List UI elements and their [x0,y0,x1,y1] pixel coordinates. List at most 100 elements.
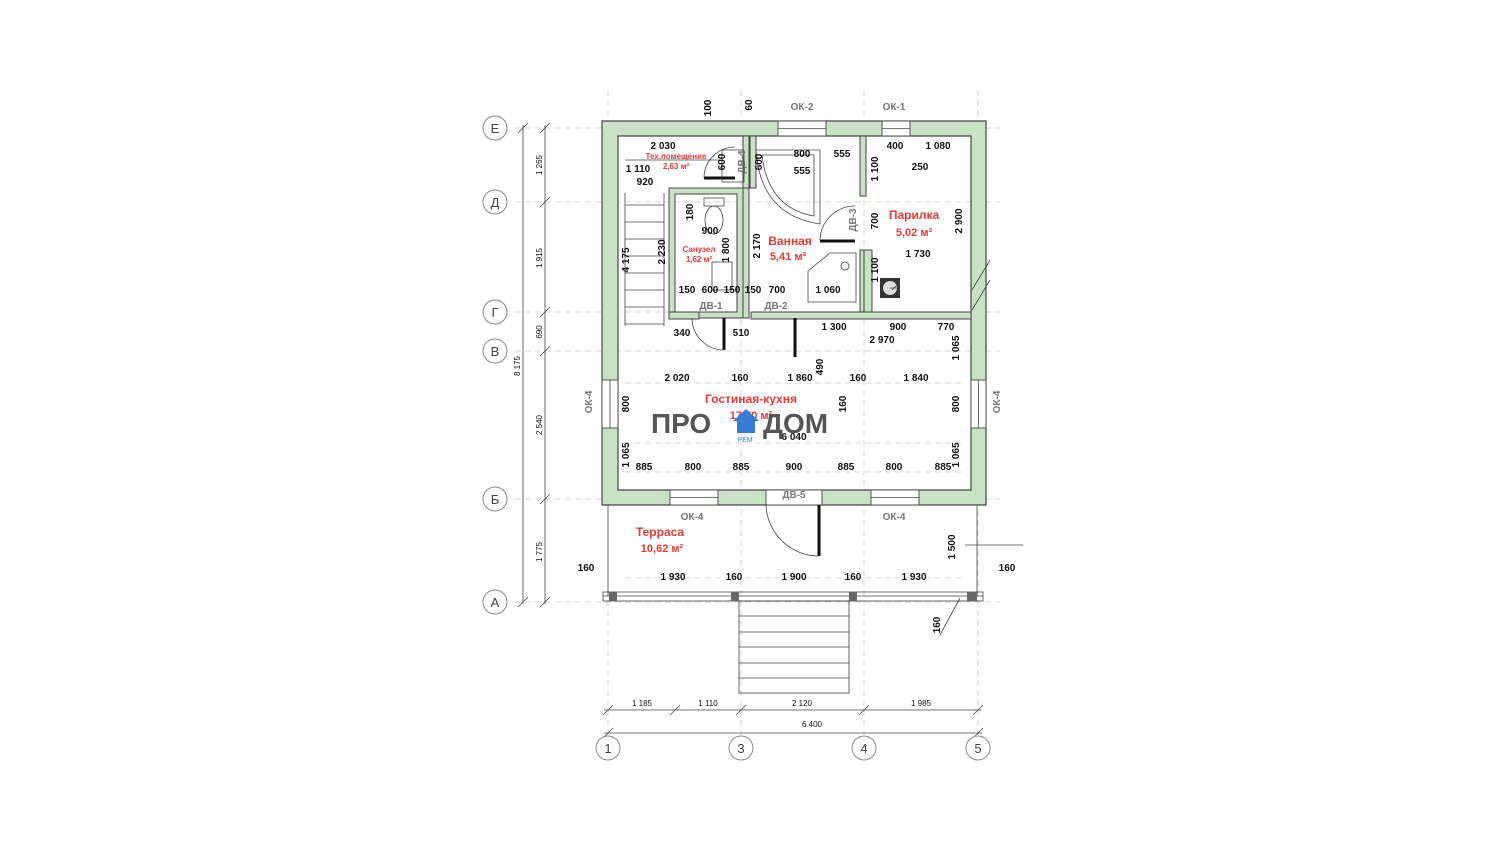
dim-2030: 2 030 [650,141,675,152]
axis-marker-g: Г [482,299,508,325]
dim-left-690: 690 [535,325,544,339]
dim-160-d: 160 [578,563,595,574]
dim-4175: 4 175 [621,247,632,272]
dim-2230: 2 230 [657,239,668,264]
dim-bottom-1185: 1 185 [632,699,653,708]
dim-885-b: 885 [733,462,750,473]
staircase [624,193,665,326]
dim-900-a: 900 [702,226,719,237]
door-label-dv2: ДВ-2 [764,301,788,312]
window-label-ok4-bottom-b: ОК-4 [883,512,906,523]
dim-400: 400 [887,141,904,152]
svg-text:В: В [491,344,500,359]
dim-1060: 1 060 [815,285,840,296]
dim-800-c: 800 [951,395,962,412]
house-icon [733,409,759,433]
dim-160-e: 160 [726,572,743,583]
dim-555-a: 555 [834,149,851,160]
dim-1110: 1 110 [626,164,651,175]
door-label-dv3: ДВ-3 [848,208,859,232]
room-name-bath: Ванная [768,234,812,248]
room-name-wc: Санузел [683,245,716,254]
dim-bottom-2120: 2 120 [792,699,813,708]
dim-800-d: 800 [685,462,702,473]
dim-150-b: 150 [724,285,741,296]
room-area-sauna: 5,02 м² [896,227,933,239]
dim-800-e: 800 [886,462,903,473]
dim-1840: 1 840 [903,373,928,384]
dim-left-1915: 1 915 [535,247,544,268]
axis-marker-5: 5 [965,735,991,761]
dim-left-1775: 1 775 [535,541,544,562]
dim-800-b: 800 [621,395,632,412]
window-label-ok4-bottom-a: ОК-4 [681,512,704,523]
dim-1800: 1 800 [721,237,732,262]
dim-800-a: 800 [794,149,811,160]
axis-marker-d: Д [482,189,508,215]
dim-2970: 2 970 [869,335,894,346]
dim-bottom-total: 6 400 [802,720,823,729]
room-area-bath: 5,41 м² [770,251,807,263]
dim-bottom-1985: 1 985 [911,699,932,708]
axis-marker-a: А [482,589,508,615]
room-name-tech: Тех.помещение [646,152,707,161]
bottom-dimension-chain: 1 185 1 110 2 120 1 985 6 400 [602,699,984,739]
windows: ОК-2 ОК-1 ОК-4 ОК-4 ОК-4 ОК-4 [584,102,1003,523]
logo-text-right: ДОМ [763,408,828,439]
dim-left-8175: 8 175 [513,355,522,376]
dim-885-a: 885 [636,462,653,473]
svg-text:Д: Д [491,195,500,210]
reference-lines [625,159,965,579]
room-area-tech: 2,63 м² [663,162,690,171]
interior-dimensions: 100 60 2 030 600 600 800 555 555 400 1 0… [578,99,1016,633]
dim-1300: 1 300 [821,322,846,333]
axis-marker-1: 1 [595,735,621,761]
dim-150-a: 150 [679,285,696,296]
left-dimension-chain: 1 265 1 915 690 8 175 2 540 1 775 [513,122,551,608]
dim-160-b: 160 [850,373,867,384]
dim-700-a: 700 [870,212,881,229]
dim-left-1265: 1 265 [535,154,544,175]
logo-text-left: ПРО [651,408,711,439]
dim-555-b: 555 [794,166,811,177]
dim-160-g: 160 [999,563,1016,574]
dim-left-2540: 2 540 [535,414,544,435]
axis-marker-v: В [482,338,508,364]
door-label-dv1: ДВ-1 [699,301,723,312]
dim-600-b: 600 [754,153,765,170]
room-name-terrace: Терраса [636,525,685,539]
dim-1065-b: 1 065 [621,442,632,467]
window-label-ok1: ОК-1 [883,102,906,113]
room-name-sauna: Парилка [889,208,940,222]
dim-180: 180 [685,203,696,220]
dim-2170: 2 170 [752,233,763,258]
fixtures [703,149,991,311]
door-label-dv4: ДВ-4 [737,150,748,174]
dim-1860: 1 860 [787,373,812,384]
room-area-terrace: 10,62 м² [641,543,684,555]
dim-1730: 1 730 [905,249,930,260]
svg-text:5: 5 [974,741,981,756]
logo-subtext: РЕМ [737,437,752,444]
terrace [602,505,1023,694]
svg-text:Е: Е [491,121,500,136]
dim-510: 510 [733,328,750,339]
dim-60: 60 [744,99,755,111]
dim-1080: 1 080 [925,141,950,152]
dim-1930-a: 1 930 [660,572,685,583]
interior-walls [668,135,972,320]
window-label-ok4-right: ОК-4 [992,390,1003,413]
room-area-wc: 1,62 м² [686,255,713,264]
dim-6040: 6 040 [781,432,806,443]
dim-160-c: 160 [838,395,849,412]
dim-bottom-1110: 1 110 [698,699,718,708]
dim-1100-b: 1 100 [870,257,881,282]
doors: ДВ-1 ДВ-2 ДВ-3 ДВ-4 ДВ-5 [691,146,859,557]
door-label-dv5: ДВ-5 [782,490,806,501]
dim-1930-b: 1 930 [901,572,926,583]
dim-600-c: 600 [702,285,719,296]
dim-100: 100 [703,99,714,116]
dim-900-b: 900 [890,322,907,333]
axis-marker-3: 3 [728,735,754,761]
